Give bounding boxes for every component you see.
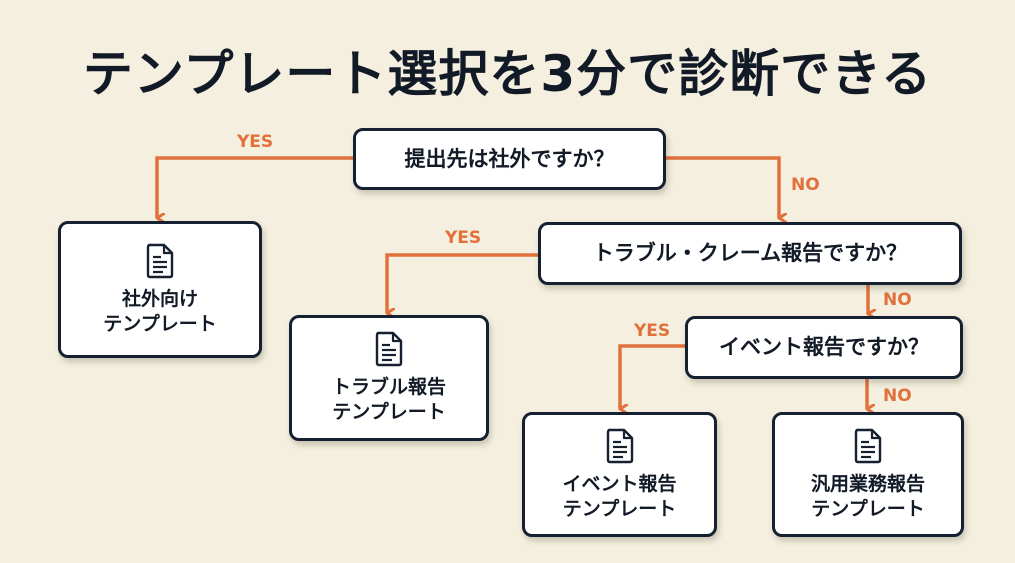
question-node-event: イベント報告ですか？ [685,316,963,379]
result-label-line: テンプレート [811,497,925,520]
question-node-external: 提出先は社外ですか？ [353,128,666,190]
document-icon [606,428,633,463]
result-label-line: トラブル報告 [331,376,446,398]
question-text: 提出先は社外ですか？ [404,146,615,171]
page-title: テンプレート選択を3分で診断できる [82,45,933,103]
result-node-event-template: イベント報告 テンプレート [522,412,717,537]
question-node-trouble: トラブル・クレーム報告ですか？ [538,222,962,285]
connector-q1-r1 [155,156,355,218]
result-node-external-template: 社外向け テンプレート [58,221,262,358]
document-icon [854,428,882,463]
document-icon [146,243,174,278]
edge-label-yes: YES [445,228,482,248]
edge-label-yes: YES [634,321,671,341]
edge-label-no: NO [883,290,912,310]
question-text: イベント報告ですか？ [719,335,929,359]
connector-q1-q2 [665,156,779,218]
result-node-trouble-template: トラブル報告 テンプレート [289,315,489,441]
result-label-line: 汎用業務報告 [810,472,925,495]
edge-label-no: NO [883,386,912,406]
result-node-general-template: 汎用業務報告 テンプレート [772,412,964,537]
result-label-line: テンプレート [103,312,217,335]
result-label-line: イベント報告 [562,472,677,495]
connector-q2-r2 [385,253,540,313]
edge-label-yes: YES [237,132,274,152]
result-label-line: テンプレート [332,401,446,423]
question-text: トラブル・クレーム報告ですか？ [592,241,908,265]
edge-label-no: NO [791,175,820,195]
result-label-line: テンプレート [562,497,677,520]
connector-q3-r3 [618,344,688,409]
result-label-line: 社外向け [121,287,198,310]
document-icon [375,331,403,367]
